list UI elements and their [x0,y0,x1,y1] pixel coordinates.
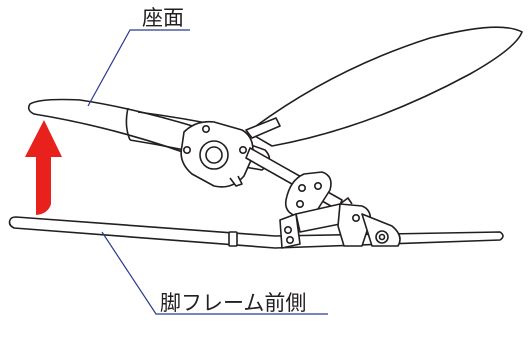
seat-hinge [180,120,254,188]
seat-leader-line [87,29,190,107]
leg-clamp [228,231,238,247]
leg-frame-front-label: 脚フレーム前側 [160,291,306,315]
up-arrow-icon [25,120,62,215]
rear-frame [247,26,523,147]
leg-frame-leader-line [101,231,328,315]
lower-linkage [279,171,401,249]
leg-frame-front [8,216,504,249]
seat-label: 座面 [142,6,184,30]
leader-lines [87,29,328,315]
